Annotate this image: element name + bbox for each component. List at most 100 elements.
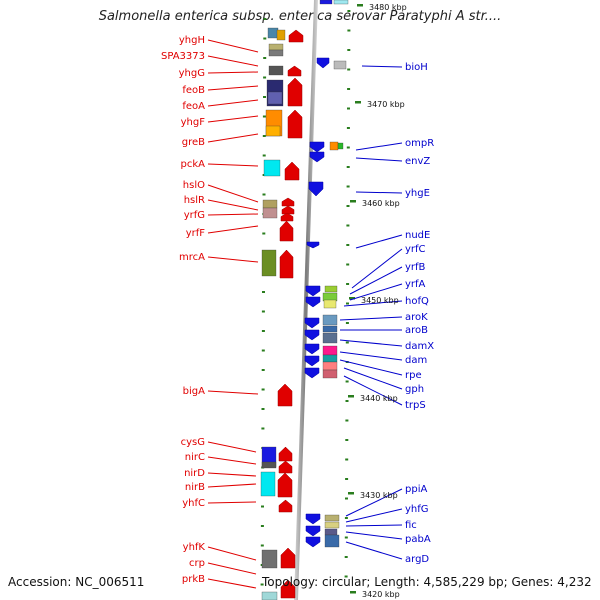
gene-arrow-forward[interactable] xyxy=(280,547,296,569)
gene-arrow-reverse[interactable] xyxy=(304,367,320,379)
gene-label-damX[interactable]: damX xyxy=(405,341,434,352)
gene-label-cysG[interactable]: cysG xyxy=(181,437,205,448)
gene-label-yhfG[interactable]: yhfG xyxy=(405,504,429,515)
gene-label-pckA[interactable]: pckA xyxy=(181,159,206,170)
gene-arrow-forward[interactable] xyxy=(278,460,293,474)
gene-label-yrfB[interactable]: yrfB xyxy=(405,262,426,273)
gene-box[interactable] xyxy=(265,125,281,137)
gene-box[interactable] xyxy=(322,325,338,333)
gene-arrow-forward[interactable] xyxy=(279,220,294,242)
gene-arrow-forward[interactable] xyxy=(277,383,293,407)
gene-label-argD[interactable]: argD xyxy=(405,554,429,565)
gene-label-bioH[interactable]: bioH xyxy=(405,62,428,73)
gene-arrow-forward[interactable] xyxy=(278,499,293,513)
gene-label-yrfG[interactable]: yrfG xyxy=(184,210,205,221)
gene-label-mrcA[interactable]: mrcA xyxy=(179,252,205,263)
gene-arrow-forward[interactable] xyxy=(288,29,304,43)
gene-box[interactable] xyxy=(260,471,276,497)
gene-label-feoA[interactable]: feoA xyxy=(182,101,205,112)
gene-box[interactable] xyxy=(329,141,339,151)
gene-label-yhfK[interactable]: yhfK xyxy=(183,542,206,553)
gene-arrow-forward[interactable] xyxy=(281,197,295,207)
gene-box[interactable] xyxy=(261,549,278,569)
gene-arrow-forward[interactable] xyxy=(284,161,300,181)
gene-arrow-forward[interactable] xyxy=(280,579,296,599)
gene-arrow-reverse[interactable] xyxy=(305,513,321,525)
gene-arrow-forward[interactable] xyxy=(281,205,295,215)
gene-label-aroB[interactable]: aroB xyxy=(405,325,428,336)
gene-arrow-reverse[interactable] xyxy=(304,329,320,341)
gene-box[interactable] xyxy=(333,60,347,70)
gene-box[interactable] xyxy=(322,369,338,379)
gene-box[interactable] xyxy=(322,354,338,363)
gene-box[interactable] xyxy=(261,249,277,277)
gene-box[interactable] xyxy=(267,27,279,39)
gene-label-yhfC[interactable]: yhfC xyxy=(182,498,205,509)
gene-arrow-forward[interactable] xyxy=(280,212,294,222)
gene-label-pabA[interactable]: pabA xyxy=(405,534,431,545)
gene-box[interactable] xyxy=(267,91,283,105)
gene-label-fic[interactable]: fic xyxy=(405,520,417,531)
gene-box[interactable] xyxy=(263,159,281,177)
gene-box[interactable] xyxy=(322,345,338,356)
gene-box[interactable] xyxy=(324,528,338,536)
gene-box[interactable] xyxy=(322,361,338,371)
gene-label-bigA[interactable]: bigA xyxy=(183,386,205,397)
gene-box[interactable] xyxy=(323,299,337,309)
gene-box[interactable] xyxy=(324,534,340,548)
gene-box[interactable] xyxy=(268,65,284,76)
gene-label-envZ[interactable]: envZ xyxy=(405,156,430,167)
gene-arrow-reverse[interactable] xyxy=(304,317,320,329)
gene-arrow-forward[interactable] xyxy=(287,65,302,77)
gene-arrow-reverse[interactable] xyxy=(305,525,321,537)
gene-arrow-reverse[interactable] xyxy=(308,181,324,197)
gene-box[interactable] xyxy=(262,207,278,219)
gene-arrow-reverse[interactable] xyxy=(309,151,325,163)
gene-label-nirD[interactable]: nirD xyxy=(184,468,205,479)
gene-arrow-forward[interactable] xyxy=(277,472,293,498)
gene-arrow-forward[interactable] xyxy=(278,446,293,462)
gene-label-rpe[interactable]: rpe xyxy=(405,370,422,381)
gene-label-greB[interactable]: greB xyxy=(182,137,205,148)
gene-label-crp[interactable]: crp xyxy=(189,558,205,569)
gene-box[interactable] xyxy=(324,514,340,522)
gene-label-hslR[interactable]: hslR xyxy=(184,195,205,206)
gene-label-dam[interactable]: dam xyxy=(405,355,427,366)
gene-label-hofQ[interactable]: hofQ xyxy=(405,296,429,307)
gene-arrow-reverse[interactable] xyxy=(306,241,320,249)
gene-label-ppiA[interactable]: ppiA xyxy=(405,484,427,495)
gene-label-yhgF[interactable]: yhgF xyxy=(181,117,206,128)
gene-arrow-reverse[interactable] xyxy=(304,343,320,355)
gene-label-gph[interactable]: gph xyxy=(405,384,424,395)
gene-label-yhgE[interactable]: yhgE xyxy=(405,188,430,199)
gene-label-aroK[interactable]: aroK xyxy=(405,312,428,323)
gene-label-feoB[interactable]: feoB xyxy=(182,85,205,96)
gene-box[interactable] xyxy=(268,43,284,51)
gene-label-yrfF[interactable]: yrfF xyxy=(186,228,206,239)
gene-box[interactable] xyxy=(337,142,344,150)
gene-arrow-reverse[interactable] xyxy=(305,536,321,548)
gene-box[interactable] xyxy=(324,285,338,293)
gene-arrow-reverse[interactable] xyxy=(316,57,330,69)
gene-arrow-forward[interactable] xyxy=(287,109,303,139)
gene-label-nirB[interactable]: nirB xyxy=(185,482,205,493)
gene-arrow-forward[interactable] xyxy=(287,77,303,107)
gene-arrow-forward[interactable] xyxy=(279,249,294,279)
gene-label-yhgG[interactable]: yhgG xyxy=(179,68,205,79)
gene-label-yrfA[interactable]: yrfA xyxy=(405,279,426,290)
gene-label-nudE[interactable]: nudE xyxy=(405,230,430,241)
gene-box[interactable] xyxy=(261,461,277,469)
gene-label-nirC[interactable]: nirC xyxy=(185,452,205,463)
gene-box[interactable] xyxy=(322,332,338,344)
gene-box[interactable] xyxy=(333,0,349,5)
gene-box[interactable] xyxy=(262,199,278,209)
gene-label-ompR[interactable]: ompR xyxy=(405,138,434,149)
gene-label-yrfC[interactable]: yrfC xyxy=(405,244,426,255)
gene-label-prkB[interactable]: prkB xyxy=(182,574,205,585)
gene-box[interactable] xyxy=(276,29,286,41)
gene-label-SPA3373[interactable]: SPA3373 xyxy=(161,51,205,62)
gene-box[interactable] xyxy=(261,591,278,600)
gene-label-hslO[interactable]: hslO xyxy=(183,180,205,191)
gene-label-yhgH[interactable]: yhgH xyxy=(179,35,205,46)
gene-box[interactable] xyxy=(319,0,333,5)
